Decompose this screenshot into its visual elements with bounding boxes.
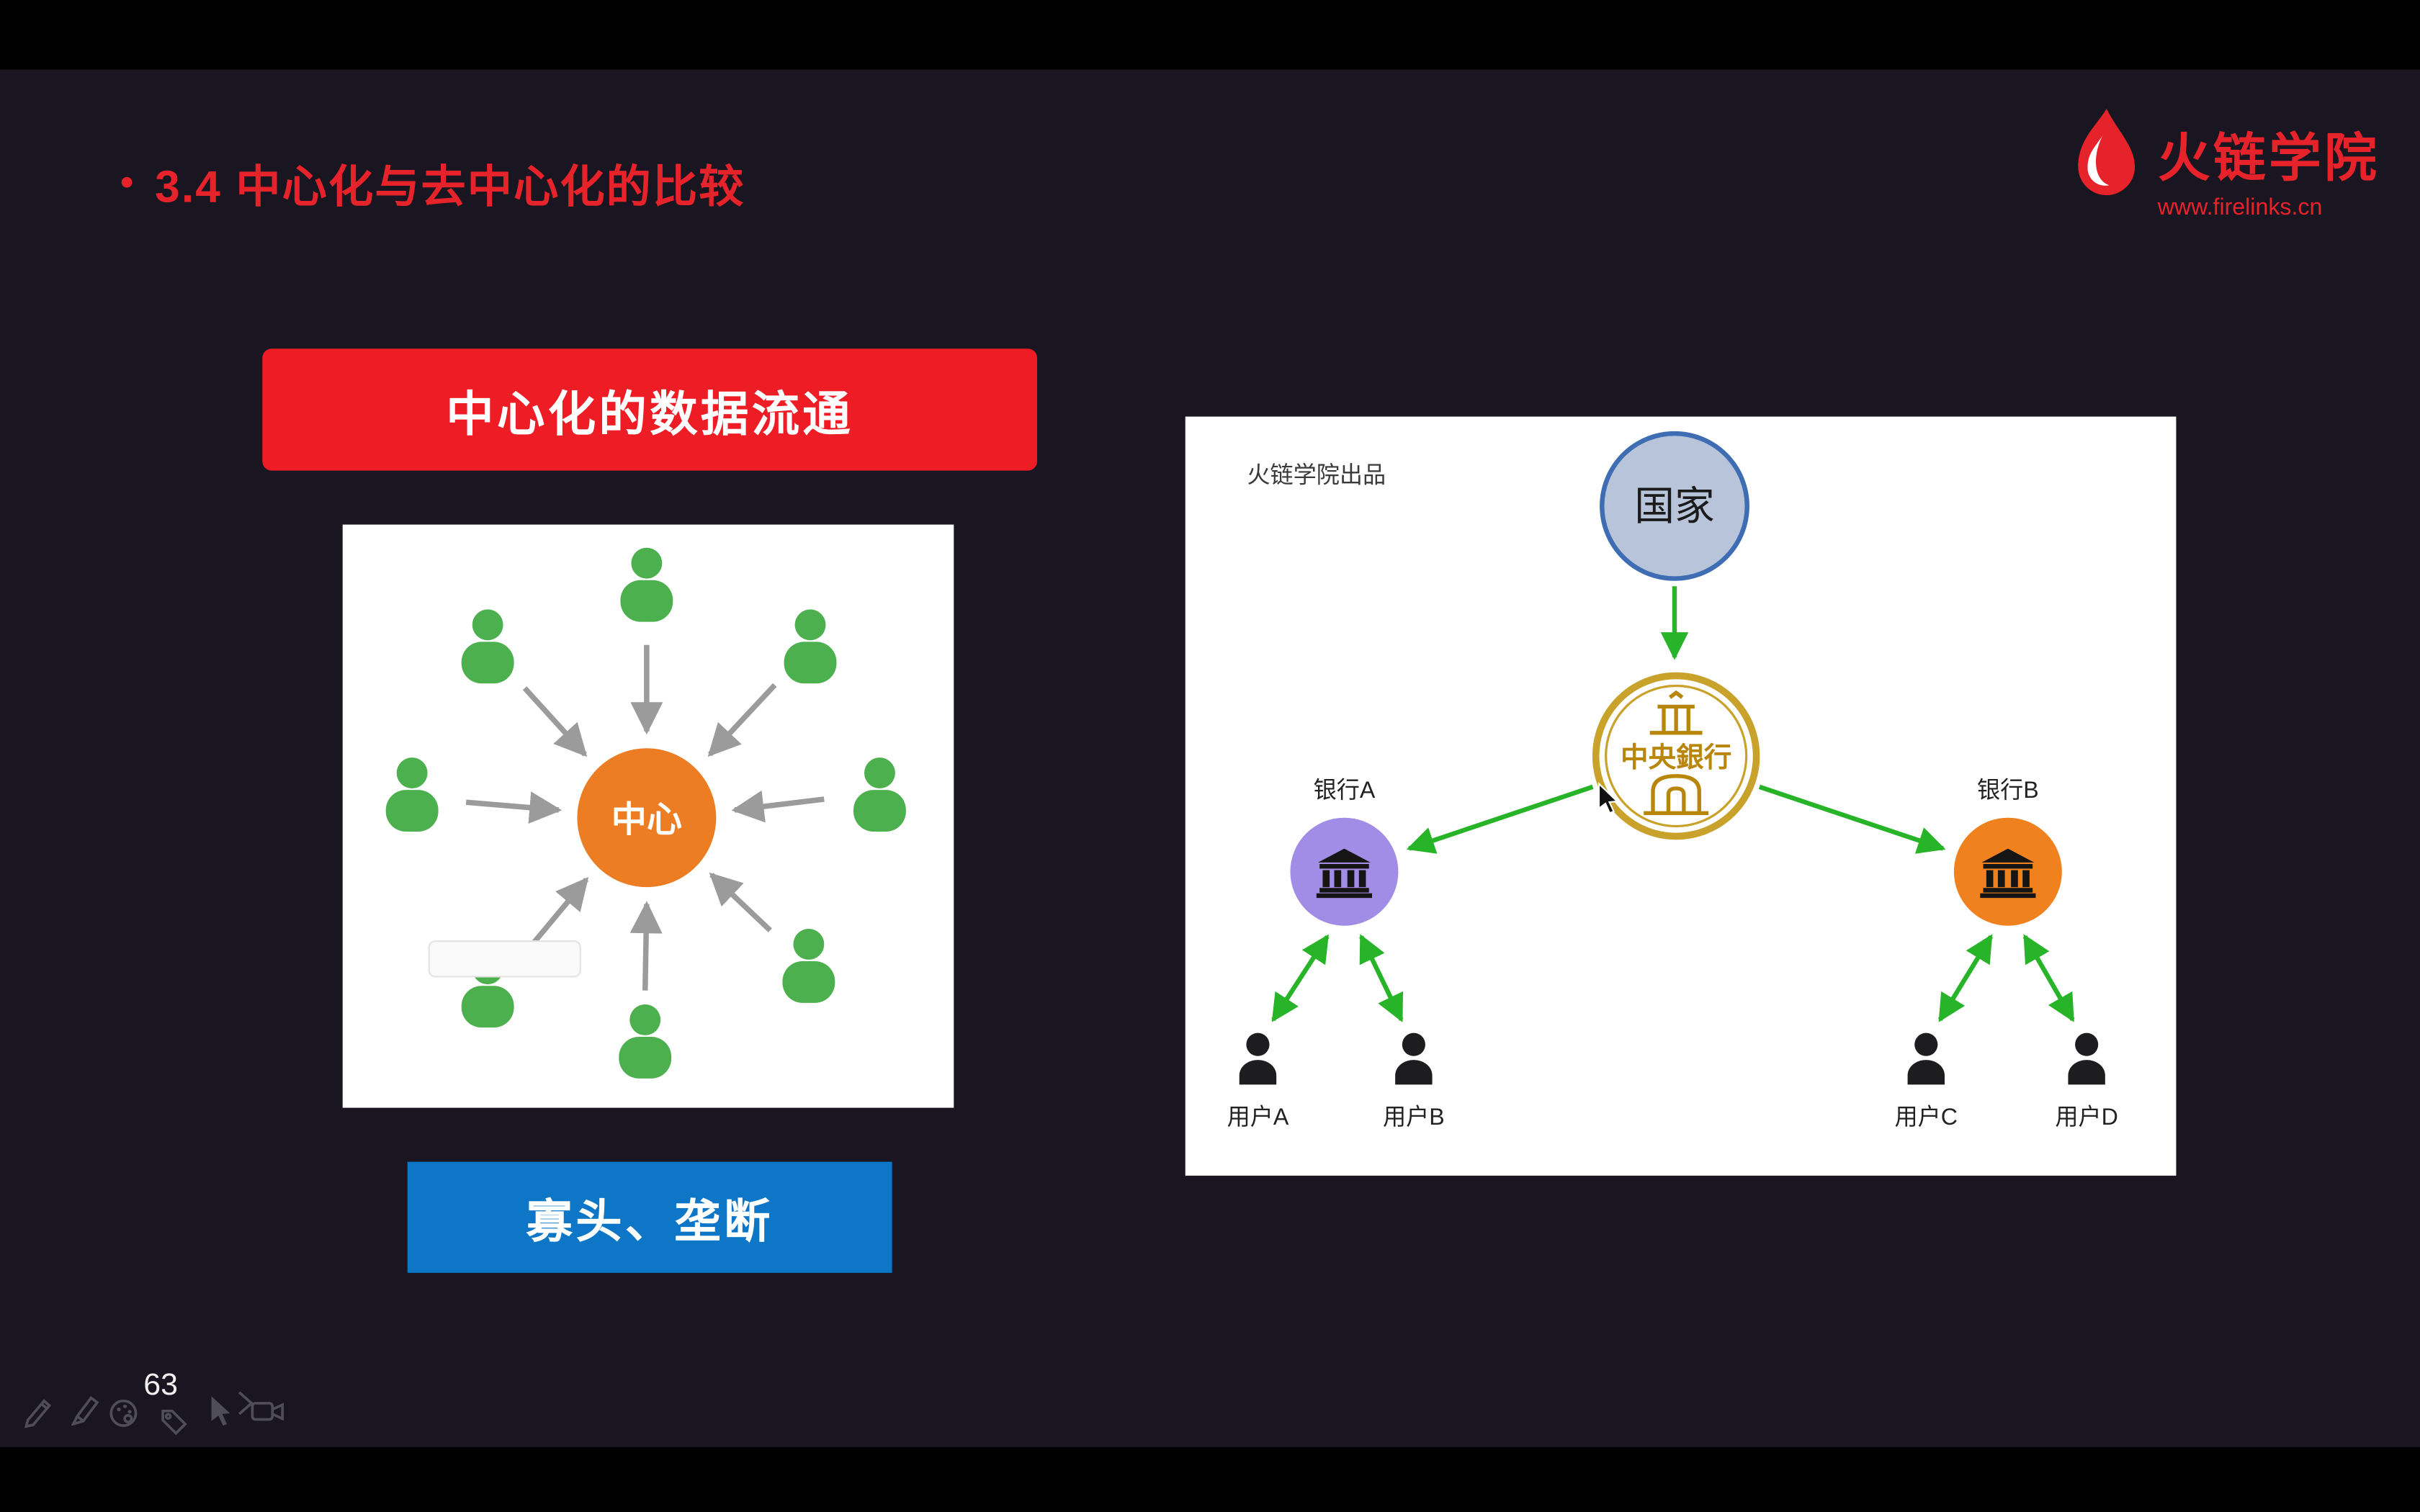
inbound-arrow <box>707 683 777 757</box>
diagram-credit: 火链学院出品 <box>1247 462 1386 488</box>
central-bank-node: 中央銀行 <box>1592 672 1760 840</box>
brand-logo: 火链学院 www.firelinks.cn <box>2062 99 2380 238</box>
hub-circle <box>577 748 717 888</box>
user-c-label: 用户C <box>1895 1104 1958 1130</box>
user-a-icon <box>1239 1032 1277 1085</box>
pencil-icon[interactable] <box>22 1392 58 1428</box>
inbound-arrows <box>465 644 825 991</box>
banner-label: 中心化的数据流通 <box>446 387 853 441</box>
flow-arrows <box>1271 586 2075 1022</box>
user-a-label: 用户A <box>1227 1104 1289 1130</box>
inbound-arrow <box>709 872 772 932</box>
caption-label: 寡头、垄断 <box>526 1197 774 1248</box>
person-icon <box>385 757 439 832</box>
flow-arrow-centralbank-banka <box>1406 784 1594 854</box>
banking-diagram: 火链学院出品 国家 <box>1185 416 2177 1176</box>
mouse-cursor-icon <box>1597 782 1619 814</box>
bank-b-label: 银行B <box>1977 777 2039 803</box>
top-letterbox <box>0 0 2420 70</box>
bank-a-label: 银行A <box>1314 777 1376 803</box>
user-d-label: 用户D <box>2055 1104 2118 1130</box>
exchange-arrow-bankb-userd <box>2022 934 2075 1022</box>
camera-icon[interactable] <box>250 1395 287 1428</box>
centralized-diagram: 中心 <box>342 524 954 1108</box>
bank-b-node <box>1953 817 2062 926</box>
exchange-arrow-banka-userb <box>1359 934 1404 1022</box>
palette-icon[interactable] <box>108 1398 142 1431</box>
chevron-icon[interactable] <box>233 1387 258 1421</box>
tag-icon[interactable] <box>159 1407 190 1438</box>
person-icon <box>619 1004 672 1079</box>
person-icon <box>853 757 906 832</box>
user-b-label: 用户B <box>1383 1104 1445 1130</box>
monopoly-caption: 寡头、垄断 <box>407 1161 892 1273</box>
person-icon <box>784 609 837 684</box>
brand-name: 火链学院 <box>2157 130 2380 189</box>
user-c-icon <box>1907 1032 1945 1085</box>
pen-icon[interactable] <box>68 1385 104 1426</box>
centralized-banner: 中心化的数据流通 <box>262 348 1038 471</box>
bottom-letterbox <box>0 1446 2420 1512</box>
cursor-icon[interactable] <box>205 1393 233 1430</box>
title-text: 3.4 中心化与去中心化的比较 <box>155 163 745 213</box>
central-bank-label: 中央銀行 <box>1621 742 1731 773</box>
slide-title: • 3.4 中心化与去中心化的比较 <box>120 151 745 216</box>
inbound-arrow <box>465 791 563 824</box>
brand-url: www.firelinks.cn <box>2157 194 2323 221</box>
inbound-arrow <box>522 686 588 757</box>
inbound-arrow <box>629 901 663 991</box>
title-bullet: • <box>120 162 134 204</box>
page-number: 63 <box>143 1368 178 1403</box>
central-bank-emblem <box>1644 690 1709 815</box>
country-label: 国家 <box>1634 484 1714 528</box>
flame-icon <box>2078 109 2136 196</box>
bank-a-node <box>1290 817 1399 926</box>
person-icon <box>461 609 514 684</box>
exchange-arrow-banka-usera <box>1271 934 1330 1022</box>
hub-label: 中心 <box>611 800 683 840</box>
country-node: 国家 <box>1600 431 1749 581</box>
exchange-arrow-bankb-userc <box>1937 934 1994 1022</box>
person-icon <box>620 547 673 622</box>
user-b-icon <box>1395 1032 1433 1085</box>
person-icon <box>782 929 835 1003</box>
flow-arrow-centralbank-bankb <box>1758 784 1946 854</box>
watermark-box <box>428 940 581 978</box>
inbound-arrow <box>731 790 825 823</box>
user-d-icon <box>2068 1032 2105 1085</box>
